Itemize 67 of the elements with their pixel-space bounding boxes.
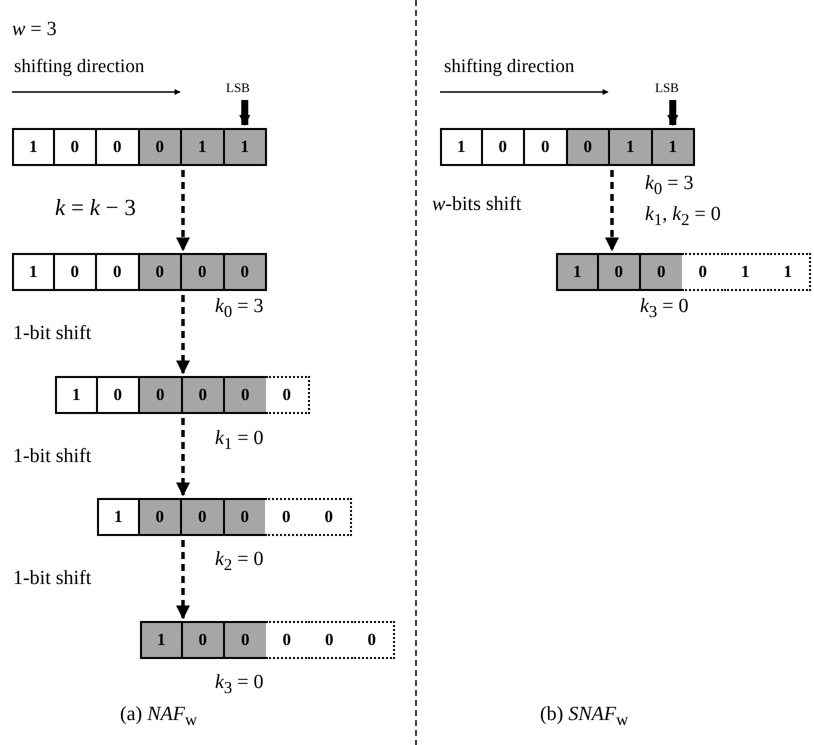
shift-arrow [176, 418, 190, 496]
lsb-label: LSB [226, 80, 250, 96]
bit-cell: 0 [596, 253, 641, 291]
bit-register [97, 498, 352, 536]
bit-cell: 0 [180, 376, 225, 414]
bit-register [440, 128, 695, 166]
bit-cell: 1 [140, 621, 182, 659]
figure-caption: (b) SNAF$_{w}$ [540, 703, 628, 730]
bit-cell: 1 [97, 498, 140, 536]
bit-register [12, 253, 267, 291]
bit-cell: 0 [180, 621, 225, 659]
bit-cell: 0 [95, 253, 140, 291]
bit-cell: 0 [523, 128, 568, 166]
bit-cell: 1 [12, 253, 54, 291]
value-annotation: k$_{3}$ = 0 [640, 295, 688, 322]
value-annotation: k$_{0}$ = 3 [645, 172, 694, 199]
value-annotation: k$_{2}$ = 0 [215, 548, 264, 575]
bit-register [556, 253, 811, 291]
shift-arrow [176, 170, 190, 252]
bit-cell: 0 [96, 376, 140, 414]
bit-cell: 0 [566, 128, 610, 166]
bit-cell: 1 [440, 128, 482, 166]
direction-text: shifting direction [14, 56, 144, 78]
pointer-arrow [667, 100, 678, 126]
bit-cell: 1 [766, 253, 811, 291]
bit-cell: 0 [223, 621, 268, 659]
shift-arrow [605, 170, 619, 252]
bit-cell: 0 [138, 498, 182, 536]
bit-cell: 1 [650, 128, 695, 166]
bit-cell: 1 [556, 253, 598, 291]
lsb-label: LSB [655, 80, 679, 96]
bit-cell: 0 [223, 376, 268, 414]
shift-arrow [176, 540, 190, 620]
bit-cell: 1 [55, 376, 98, 414]
bit-cell: 0 [180, 253, 224, 291]
bit-cell: 1 [608, 128, 652, 166]
parameter-formula: w = 3 [12, 18, 57, 41]
bit-cell: 0 [682, 253, 726, 291]
figure-caption: (a) NAF$_{w}$ [120, 703, 198, 730]
value-annotation: k$_{1}$ = 0 [215, 427, 264, 454]
bit-cell: 0 [266, 621, 310, 659]
bit-cell: 0 [639, 253, 684, 291]
bit-cell: 0 [52, 253, 97, 291]
bit-cell: 0 [222, 498, 267, 536]
bit-register [55, 376, 310, 414]
bit-cell: 0 [266, 376, 310, 414]
bit-cell: 0 [138, 253, 182, 291]
value-annotation: k$_{3}$ = 0 [215, 671, 264, 698]
value-annotation: k$_{1}$, k$_{2}$ = 0 [645, 203, 721, 230]
bit-cell: 0 [350, 621, 395, 659]
bit-register [140, 621, 395, 659]
bit-cell: 0 [222, 253, 267, 291]
bit-cell: 0 [180, 498, 224, 536]
bit-register [12, 128, 267, 166]
bit-cell: 0 [480, 128, 525, 166]
direction-text: shifting direction [444, 56, 574, 78]
value-annotation: k$_{0}$ = 3 [215, 295, 264, 322]
shift-arrow [176, 295, 190, 374]
bit-cell: 1 [222, 128, 267, 166]
bit-cell: 0 [52, 128, 97, 166]
bit-cell: 0 [138, 376, 182, 414]
bit-cell: 1 [12, 128, 54, 166]
bit-cell: 0 [308, 498, 352, 536]
bit-cell: 0 [95, 128, 140, 166]
bit-cell: 1 [180, 128, 224, 166]
pointer-arrow [239, 100, 250, 126]
bit-cell: 0 [138, 128, 182, 166]
